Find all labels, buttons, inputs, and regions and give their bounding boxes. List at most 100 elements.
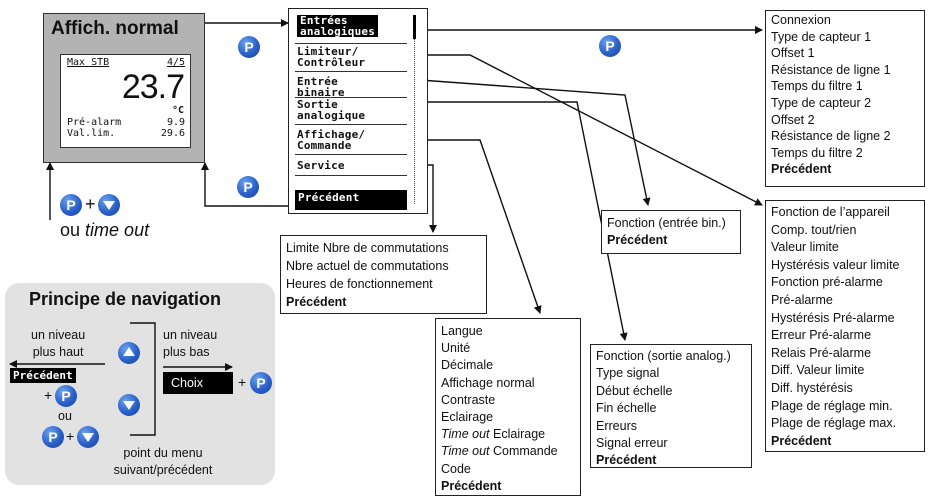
p-button-icon: P bbox=[238, 36, 260, 58]
list-item[interactable]: Plage de réglage max. bbox=[771, 416, 897, 431]
list-item[interactable]: Diff. Valeur limite bbox=[771, 363, 865, 378]
up-button-icon[interactable] bbox=[118, 342, 140, 364]
list-item-precedent[interactable]: Précédent bbox=[771, 162, 832, 177]
lcd-unit: °C bbox=[171, 105, 184, 116]
or-text: ou bbox=[60, 220, 81, 240]
list-item[interactable]: Diff. hystérésis bbox=[771, 380, 853, 395]
list-item[interactable]: Type de capteur 1 bbox=[771, 29, 872, 44]
list-item[interactable]: Heures de fonctionnement bbox=[286, 277, 433, 291]
list-item[interactable]: Comp. tout/rien bbox=[771, 222, 857, 237]
list-item[interactable]: Décimale bbox=[441, 358, 494, 373]
list-item[interactable]: Time out Eclairage bbox=[441, 427, 546, 442]
menu-item-precedent[interactable]: Précédent bbox=[295, 190, 407, 210]
list-item-precedent[interactable]: Précédent bbox=[771, 433, 832, 448]
lcd-row3-left: Pré-alarm bbox=[67, 117, 122, 128]
time-out-text: time out bbox=[85, 220, 150, 240]
navigation-arrows bbox=[9, 322, 233, 436]
display-title: Affich. normal bbox=[51, 18, 179, 39]
lcd-row1-right: 4/5 bbox=[166, 57, 185, 68]
list-item[interactable]: Langue bbox=[441, 324, 483, 338]
list-item[interactable]: Hystérésis valeur limite bbox=[771, 257, 900, 272]
back-label: Précédent bbox=[10, 368, 76, 383]
scrollbar-track bbox=[414, 39, 415, 204]
p-button-icon[interactable]: P bbox=[250, 372, 272, 394]
return-hint-text: ou time out bbox=[60, 220, 149, 241]
list-item[interactable]: Fonction (entrée bin.) bbox=[607, 216, 726, 230]
down-button-icon bbox=[98, 194, 120, 216]
list-item[interactable]: Temps du filtre 1 bbox=[771, 79, 863, 94]
choice-label[interactable]: Choix bbox=[163, 372, 233, 394]
list-item-precedent[interactable]: Précédent bbox=[441, 478, 502, 493]
list-item[interactable]: Contraste bbox=[441, 392, 496, 407]
list-item[interactable]: Fonction (sortie analog.) bbox=[596, 349, 731, 363]
menu-item-service[interactable]: Service bbox=[297, 159, 345, 172]
arrow-to-binary bbox=[419, 79, 651, 206]
limiter-submenu-box: Fonction de l’appareil Comp. tout/rien V… bbox=[765, 200, 925, 452]
navigation-title: Principe de navigation bbox=[29, 289, 222, 309]
p-button-icon: P bbox=[599, 35, 621, 57]
list-item[interactable]: Offset 2 bbox=[771, 112, 815, 127]
plus-sign: + bbox=[238, 374, 247, 390]
list-item[interactable]: Erreur Pré-alarme bbox=[771, 328, 872, 343]
plus-sign: + bbox=[66, 428, 75, 444]
list-item[interactable]: Début échelle bbox=[596, 383, 673, 398]
list-item[interactable]: Offset 1 bbox=[771, 46, 815, 61]
service-submenu-box: Limite Nbre de commutations Nbre actuel … bbox=[280, 235, 487, 314]
lcd-row4-right: 29.6 bbox=[160, 128, 185, 139]
list-item[interactable]: Time out Commande bbox=[441, 444, 558, 459]
lcd-main-value: 23.7 bbox=[121, 68, 185, 106]
list-item[interactable]: Fin échelle bbox=[596, 401, 657, 416]
or-label: ou bbox=[58, 409, 72, 423]
down-button-icon[interactable] bbox=[118, 394, 140, 416]
display-settings-submenu-box: Langue Unité Décimale Affichage normal C… bbox=[435, 318, 581, 496]
list-item[interactable]: Signal erreur bbox=[596, 436, 668, 451]
analog-output-submenu-box: Fonction (sortie analog.) Type signal Dé… bbox=[590, 344, 752, 468]
list-item[interactable]: Affichage normal bbox=[441, 375, 535, 390]
p-button-icon: P bbox=[237, 176, 259, 198]
lcd-row4-left: Val.lim. bbox=[67, 128, 116, 139]
lcd-row3-right: 9.9 bbox=[166, 117, 185, 128]
arrow-to-limiter bbox=[420, 54, 763, 206]
plus-sign: + bbox=[44, 387, 53, 403]
list-item[interactable]: Eclairage bbox=[441, 410, 494, 425]
list-item[interactable]: Résistance de ligne 2 bbox=[771, 129, 891, 144]
list-item[interactable]: Code bbox=[441, 461, 471, 476]
list-item[interactable]: Connexion bbox=[771, 13, 831, 27]
list-item[interactable]: Type de capteur 2 bbox=[771, 95, 872, 110]
list-item[interactable]: Pré-alarme bbox=[771, 292, 833, 307]
list-item[interactable]: Limite Nbre de commutations bbox=[286, 241, 449, 255]
menu-item-affichage-commande[interactable]: Affichage/Commande bbox=[297, 128, 366, 152]
menu-item-limiteur-controleur[interactable]: Limiteur/Contrôleur bbox=[297, 45, 366, 69]
scrollbar[interactable] bbox=[413, 15, 416, 39]
p-button-icon[interactable]: P bbox=[55, 385, 77, 407]
list-item[interactable]: Relais Pré-alarme bbox=[771, 345, 872, 360]
list-item[interactable]: Résistance de ligne 1 bbox=[771, 62, 891, 77]
list-item[interactable]: Erreurs bbox=[596, 418, 637, 433]
down-button-icon[interactable] bbox=[77, 426, 99, 448]
list-item-precedent[interactable]: Précédent bbox=[607, 232, 668, 247]
list-item[interactable]: Nbre actuel de commutations bbox=[286, 259, 449, 273]
list-item[interactable]: Hystérésis Pré-alarme bbox=[771, 310, 895, 325]
p-button-icon[interactable]: P bbox=[42, 426, 64, 448]
plus-sign: + bbox=[85, 194, 96, 214]
list-item-precedent[interactable]: Précédent bbox=[596, 453, 657, 468]
list-item[interactable]: Fonction de l’appareil bbox=[771, 205, 890, 219]
lcd-screen: Max STB 4/5 23.7 °C Pré-alarm 9.9 Val.li… bbox=[60, 54, 191, 148]
list-item[interactable]: Valeur limite bbox=[771, 240, 839, 255]
list-item[interactable]: Temps du filtre 2 bbox=[771, 145, 863, 160]
list-item[interactable]: Type signal bbox=[596, 366, 660, 381]
lcd-row1-left: Max STB bbox=[67, 57, 110, 68]
arrow-back-to-display bbox=[201, 162, 288, 207]
list-item[interactable]: Unité bbox=[441, 341, 471, 356]
list-item[interactable]: Plage de réglage min. bbox=[771, 398, 893, 413]
list-item[interactable]: Fonction pré-alarme bbox=[771, 275, 883, 290]
list-item-precedent[interactable]: Précédent bbox=[286, 295, 347, 309]
